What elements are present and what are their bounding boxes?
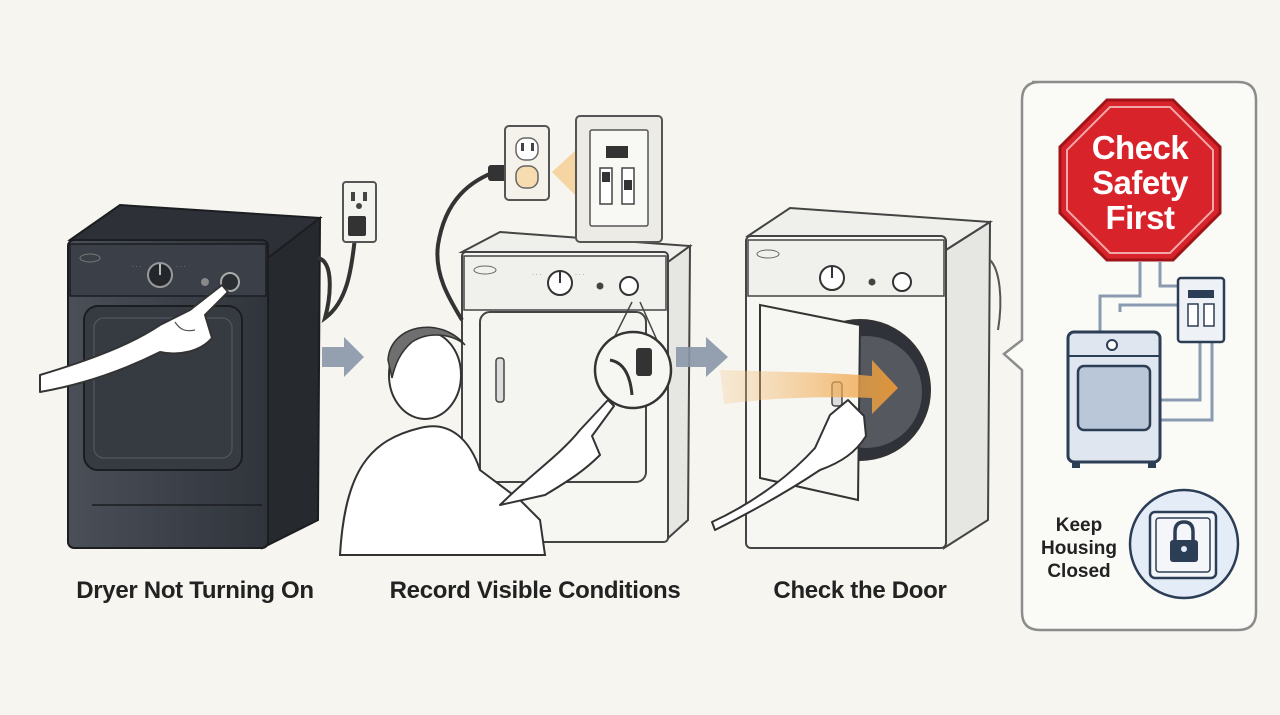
door-close-arrow bbox=[720, 360, 898, 414]
step2-caption: Record Visible Conditions bbox=[389, 577, 681, 604]
svg-text:· · ·: · · · bbox=[532, 272, 541, 278]
lock-icon bbox=[1170, 520, 1198, 562]
lock-badge bbox=[1128, 488, 1240, 600]
keep-line: Closed bbox=[1047, 561, 1111, 582]
safety-panel bbox=[1002, 80, 1258, 632]
step1-caption: Dryer Not Turning On bbox=[76, 577, 314, 604]
hand-closing-door bbox=[711, 399, 867, 531]
start-button-icon bbox=[220, 272, 240, 292]
mini-dryer-icon bbox=[1066, 330, 1162, 468]
step3-caption: Check the Door bbox=[773, 577, 947, 604]
svg-text:· · ·: · · · bbox=[176, 264, 185, 270]
breaker-panel-icon bbox=[575, 115, 663, 243]
magnifier-detail bbox=[593, 301, 673, 410]
flow-arrow-2 bbox=[676, 337, 728, 377]
flow-arrow-1 bbox=[322, 337, 364, 377]
wiring-lines bbox=[1098, 262, 1214, 422]
keep-line: Keep bbox=[1055, 515, 1103, 536]
stop-sign-icon bbox=[1058, 98, 1222, 262]
dark-dryer: · · · · · · bbox=[67, 203, 323, 550]
keep-line: Housing bbox=[1041, 538, 1117, 559]
wall-outlet-icon bbox=[342, 181, 377, 243]
step1-scene: · · · · · · bbox=[39, 181, 377, 550]
highlight-arrow bbox=[552, 150, 576, 196]
wall-outlet-icon bbox=[504, 125, 550, 201]
power-plug-icon bbox=[488, 165, 508, 181]
stop-sign-text: Check Safety First bbox=[1060, 130, 1220, 235]
svg-text:· · ·: · · · bbox=[132, 264, 141, 270]
step3-scene bbox=[711, 206, 1002, 550]
keep-housing-closed-label: Keep Housing Closed bbox=[1034, 514, 1124, 583]
stop-sign-line: Safety bbox=[1091, 164, 1189, 201]
stop-sign-line: First bbox=[1105, 199, 1175, 236]
mini-breaker-panel-icon bbox=[1176, 276, 1226, 344]
white-dryer: · · · · · · bbox=[458, 230, 693, 543]
hand-pressing-button bbox=[39, 284, 229, 393]
power-cord bbox=[317, 237, 357, 323]
svg-text:· · ·: · · · bbox=[575, 272, 584, 278]
stop-sign-line: Check bbox=[1091, 129, 1189, 166]
power-plug-icon bbox=[348, 216, 366, 236]
plug-cord bbox=[435, 165, 508, 322]
step2-scene: · · · · · · bbox=[338, 115, 693, 556]
person-pointing bbox=[338, 326, 615, 556]
